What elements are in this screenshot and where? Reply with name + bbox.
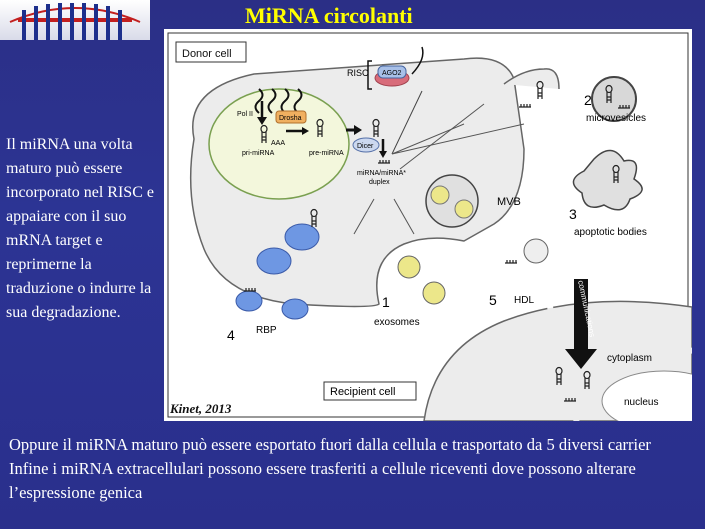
donor-cell-label-box (175, 41, 247, 63)
exosome-2 (422, 281, 446, 305)
donor-cell-label: Donor cell (182, 48, 232, 60)
mvb-vesicle-1 (430, 185, 450, 205)
cytoplasm-label: cytoplasm (607, 353, 652, 364)
apoptotic-body-shape (572, 149, 643, 211)
pol2-label: Pol II (237, 111, 253, 118)
rbp-label: RBP (256, 325, 277, 336)
carrier-number-3: 3 (569, 206, 577, 222)
export-arrow (354, 125, 362, 135)
hdl-label: HDL (514, 295, 534, 306)
dicer-label: Dicer (357, 143, 374, 150)
ago2-label: AGO2 (382, 70, 402, 77)
carrier-number-1: 1 (382, 294, 390, 310)
rbp-carrier-outside-1 (235, 290, 263, 312)
exosomes-label: exosomes (374, 317, 420, 328)
mvb-vesicle-2 (454, 199, 474, 219)
recipient-cell-label-box (323, 381, 417, 401)
ago2-box (377, 65, 407, 79)
dna-icon (254, 88, 303, 114)
logo-graphic (9, 3, 141, 40)
pre-mirna-label: pre-miRNA (309, 150, 344, 157)
microvesicle-shape (591, 76, 637, 122)
citation: Kinet, 2013 (169, 401, 232, 416)
recipient-cell-label: Recipient cell (330, 386, 395, 398)
donor-nucleus (208, 88, 350, 200)
carrier-number-5: 5 (489, 292, 497, 308)
left-paragraph: Il miRNA una volta maturo può essere inc… (6, 136, 154, 321)
dicer-shape (352, 137, 380, 153)
nucleus-label: nucleus (624, 397, 658, 408)
carrier-number-4: 4 (227, 327, 235, 343)
drosha-box (275, 110, 307, 124)
bottom-paragraph: Oppure il miRNA maturo può essere esport… (9, 433, 699, 505)
membrane-bud (503, 68, 560, 90)
carrier-number-2: 2 (584, 92, 592, 108)
bottom-line-1: Oppure il miRNA maturo può essere esport… (9, 435, 651, 454)
mvb-label: MVB (497, 196, 521, 208)
microvesicles-label: microvesicles (586, 113, 646, 124)
risc-label: RISC (347, 68, 369, 78)
aaa-label: AAA (271, 140, 285, 147)
rbp-carrier-outside-2 (281, 298, 309, 320)
institute-logo (0, 0, 150, 40)
hdl-mirna-icon (504, 259, 518, 264)
risc-loading-arrow (391, 90, 423, 155)
apoptotic-bodies-label: apoptotic bodies (574, 227, 647, 238)
slide-title: MiRNA circolanti (245, 3, 413, 28)
duplex-label-1: miRNA/miRNA* (357, 170, 406, 177)
exosome-1 (397, 255, 421, 279)
pri-mirna-label: pri-miRNA (242, 150, 275, 157)
drosha-label: Drosha (279, 115, 302, 122)
communications-arrow (565, 279, 597, 369)
cytosol-mirna-icon (518, 103, 532, 108)
hdl-particle (523, 238, 549, 264)
rbp-carrier-inside-1 (284, 223, 320, 251)
mirna-diagram: Donor cell Pol II AAA pri-miRNA Drosha p… (164, 29, 705, 432)
target-mrna-strand (411, 46, 424, 75)
duplex-label-2: duplex (369, 179, 390, 186)
bottom-line-2: Infine i miRNA extracellulari possono es… (9, 459, 636, 502)
drosha-arrow (302, 127, 309, 135)
rbp-carrier-inside-2 (256, 247, 292, 275)
